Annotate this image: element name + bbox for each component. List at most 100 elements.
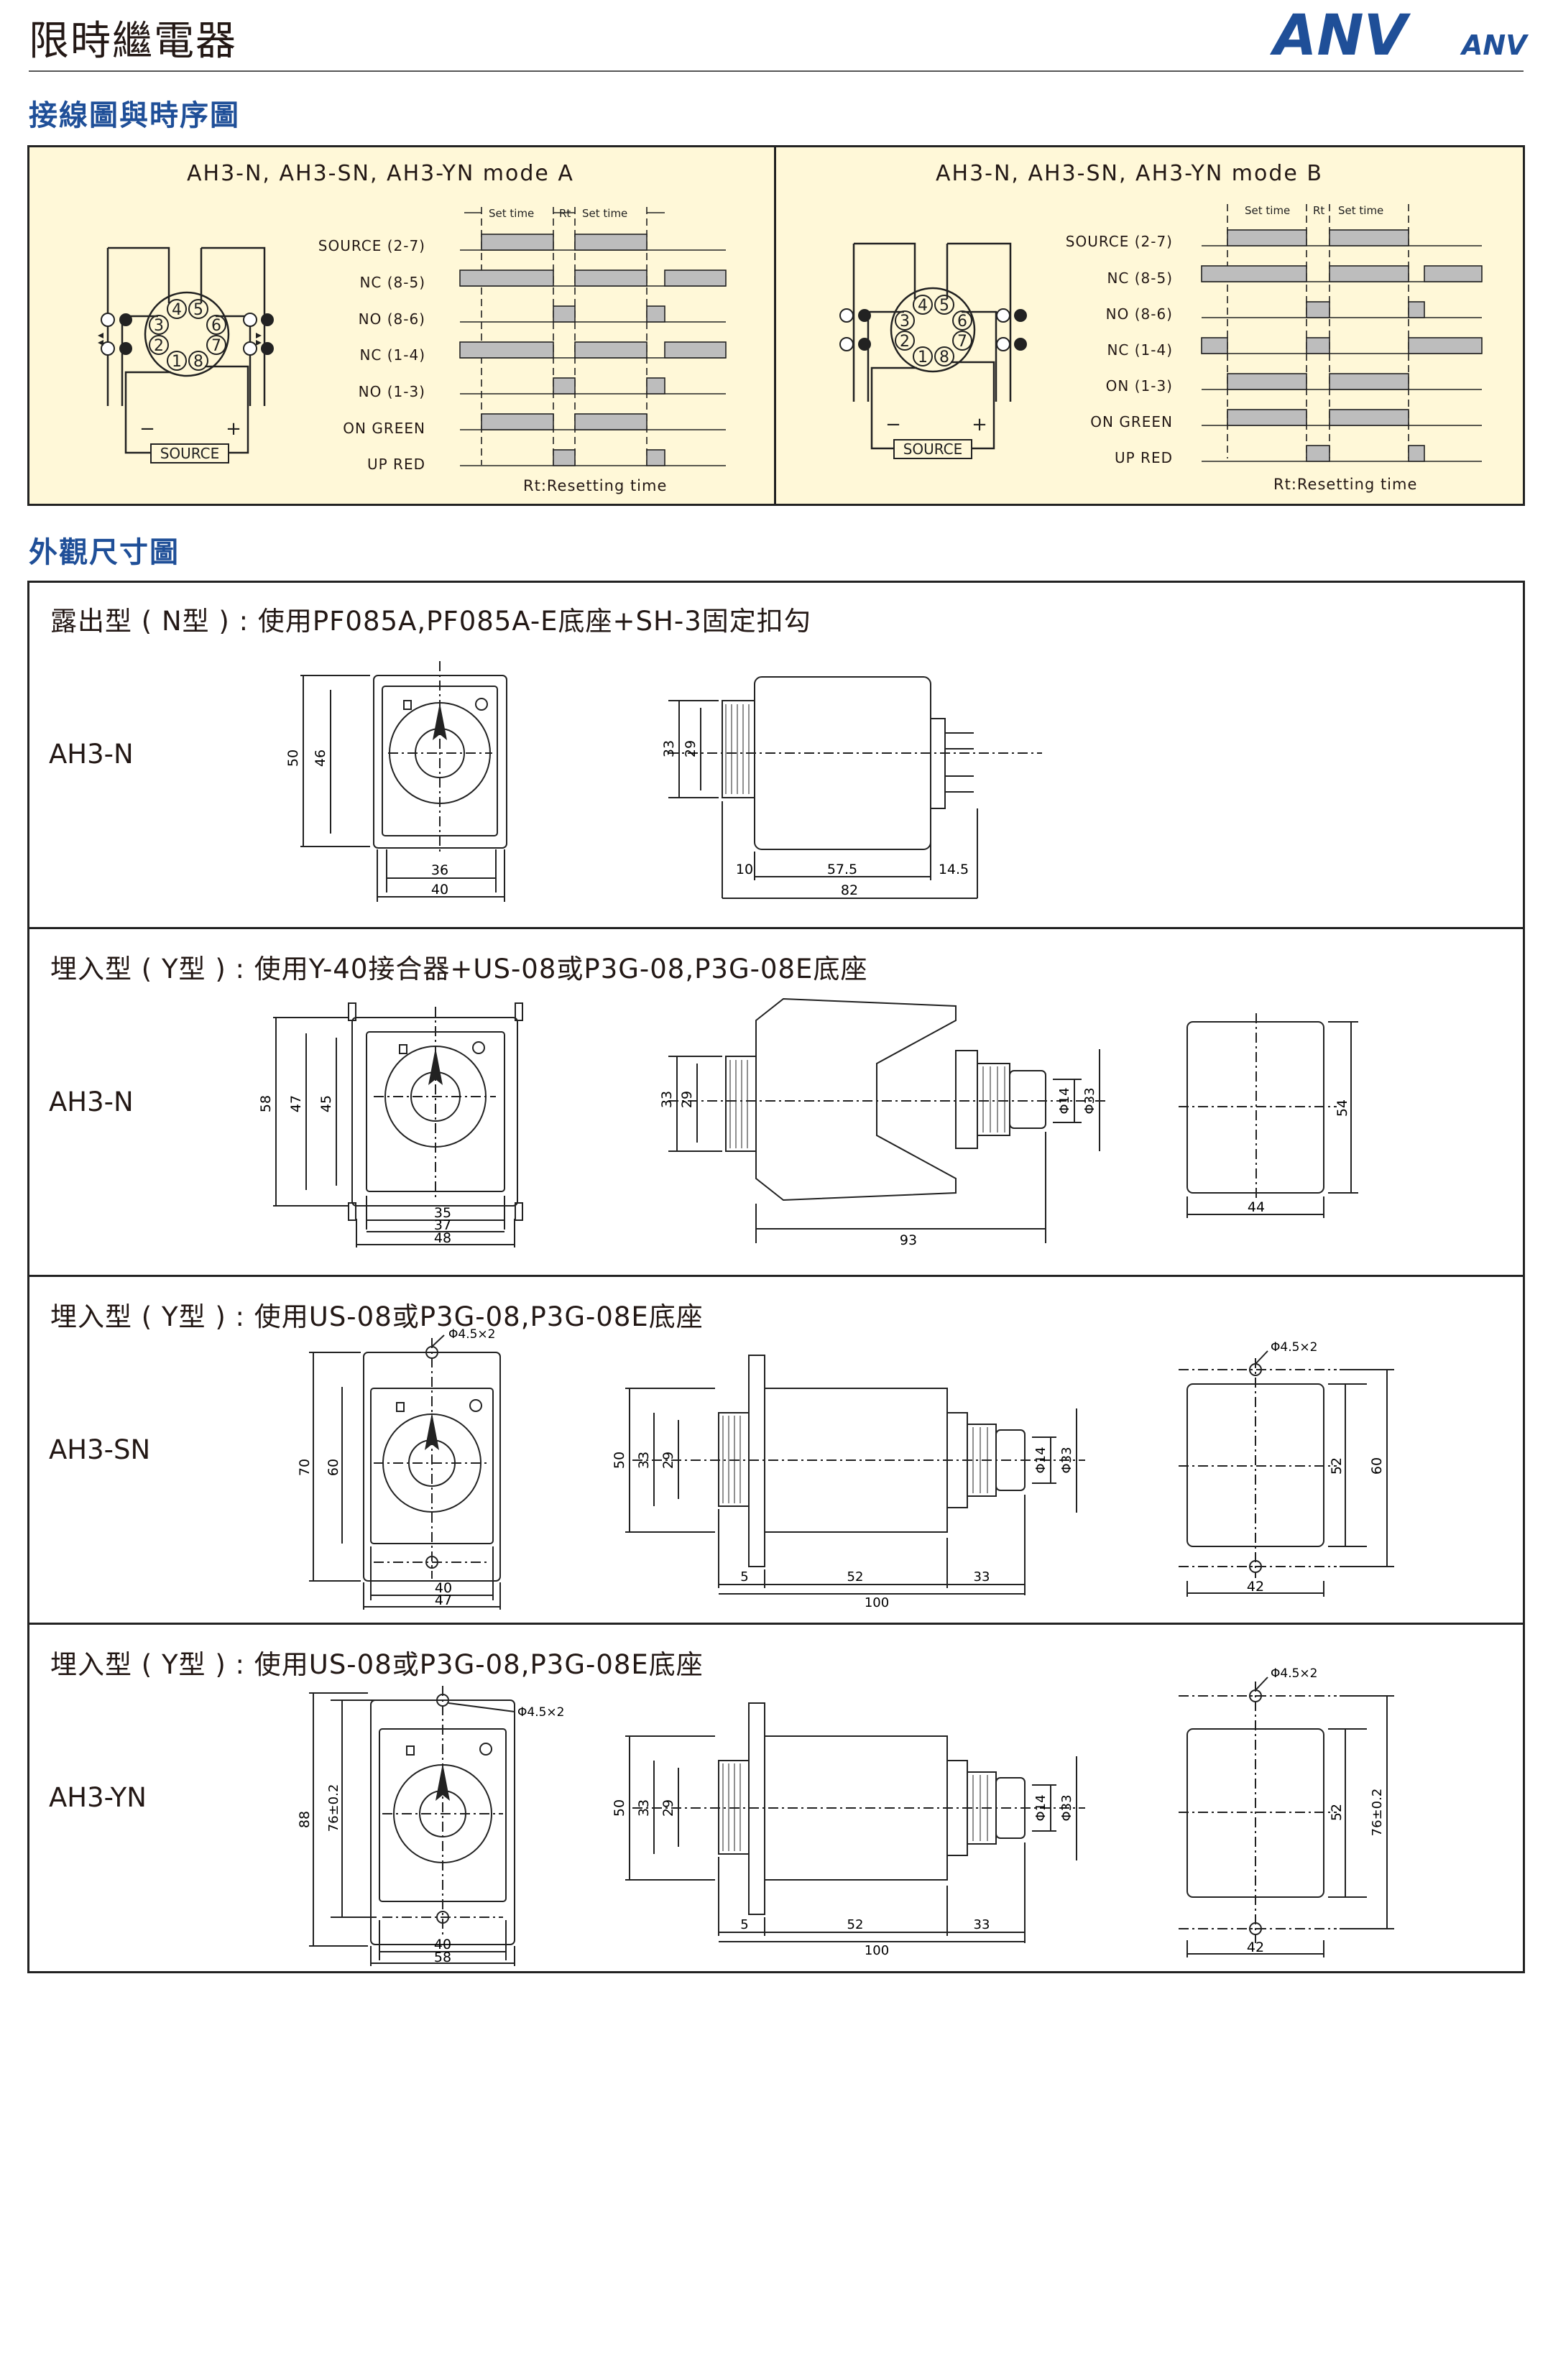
pin-label: 2 — [900, 333, 910, 351]
mode-b-row: NO (8-6) — [1105, 305, 1173, 323]
mode-a-row: ON GREEN — [343, 420, 425, 437]
mode-b-row: NC (1-4) — [1107, 341, 1173, 359]
dimension-label: 40 — [435, 1580, 452, 1596]
dimension-label: 76±0.2 — [1370, 1789, 1385, 1837]
row-heading: 露出型 ( N型 ) : 使用PF085A,PF085A-E底座+SH-3固定扣… — [50, 606, 811, 637]
set-time-label: Set time — [1245, 204, 1290, 217]
dimension-label: 44 — [1248, 1199, 1265, 1215]
row-heading: 埋入型 ( Y型 ) : 使用US-08或P3G-08,P3G-08E底座 — [50, 1649, 704, 1680]
dimension-label: 14.5 — [939, 862, 969, 877]
pin-label: 5 — [193, 301, 203, 319]
source-minus: − — [139, 418, 155, 440]
mode-b-row: SOURCE (2-7) — [1065, 233, 1173, 250]
dimension-label: 46 — [313, 749, 328, 767]
dimension-label: Φ4.5×2 — [517, 1705, 564, 1720]
wiring-divider — [774, 145, 776, 506]
dimension-label: 76±0.2 — [326, 1784, 341, 1832]
anv-logo: ANV ANV — [1269, 4, 1529, 68]
dimension-label: 33 — [636, 1452, 652, 1469]
dimension-label: 52 — [1329, 1804, 1345, 1821]
model-label: AH3-YN — [49, 1782, 147, 1813]
mode-b-resetting-note: Rt:Resetting time — [1273, 476, 1418, 493]
row-divider — [27, 1623, 1525, 1625]
pin-label: 1 — [172, 353, 182, 371]
mode-b-title: AH3-N, AH3-SN, AH3-YN mode B — [936, 161, 1323, 186]
mode-a-row: SOURCE (2-7) — [318, 237, 425, 254]
dimension-label: 60 — [1369, 1457, 1385, 1475]
pin-label: 7 — [211, 337, 221, 355]
set-time-label: Set time — [1338, 204, 1383, 217]
logo-text: ANV — [1269, 4, 1411, 68]
dimension-label: 33 — [974, 1569, 990, 1585]
row3-front-view: Φ4.5×2 70 60 40 47 — [297, 1327, 501, 1610]
dimension-label: 100 — [865, 1595, 889, 1610]
model-label: AH3-N — [49, 739, 134, 770]
dimension-label: 10 — [736, 862, 753, 877]
dimension-label: 50 — [612, 1452, 627, 1469]
model-label: AH3-SN — [49, 1434, 151, 1465]
dimension-label: Φ33 — [1059, 1447, 1074, 1473]
dimension-label: 42 — [1247, 1579, 1264, 1595]
pin-label: 6 — [957, 313, 967, 331]
dimension-label: 54 — [1335, 1099, 1350, 1117]
dimension-label: 42 — [1247, 1939, 1264, 1955]
set-time-label: Set time — [582, 207, 627, 220]
wiring-panel — [27, 145, 1525, 506]
source-minus: − — [885, 414, 901, 435]
dimension-label: 100 — [865, 1943, 889, 1958]
mode-a-resetting-note: Rt:Resetting time — [523, 477, 668, 494]
dimension-label: 45 — [318, 1095, 334, 1112]
row-heading: 埋入型 ( Y型 ) : 使用Y-40接合器+US-08或P3G-08,P3G-… — [50, 954, 868, 984]
row2-cutout-view: 54 44 — [1179, 1013, 1358, 1218]
source-plus: + — [972, 414, 987, 435]
dimension-label: 52 — [847, 1569, 864, 1585]
row3-side-view: 50 33 29 Φ14 Φ33 5 52 33 100 — [612, 1355, 1085, 1610]
header-divider — [29, 70, 1524, 72]
dimension-label: 5 — [740, 1917, 748, 1932]
row3-cutout-view: Φ4.5×2 52 60 42 — [1179, 1340, 1394, 1597]
row-divider — [27, 927, 1525, 929]
dimension-label: 33 — [636, 1799, 652, 1817]
pin-label: 8 — [939, 349, 949, 366]
mode-b-socket-diagram: 4 5 3 6 2 7 1 8 − + SOURCE — [839, 242, 1027, 459]
row2-front-view: 58 47 45 35 37 48 — [258, 1002, 523, 1247]
mode-b-row: ON (1-3) — [1105, 377, 1173, 395]
dimension-label: 37 — [434, 1217, 451, 1233]
dimension-label: 29 — [660, 1799, 676, 1817]
set-time-label: Set time — [489, 207, 534, 220]
wiring-section-title: 接線圖與時序圖 — [29, 99, 240, 132]
source-label: SOURCE — [160, 445, 220, 462]
row4-side-view: 50 33 29 Φ14 Φ33 5 52 33 100 — [612, 1702, 1085, 1958]
page-title: 限時繼電器 — [29, 18, 237, 65]
pin-label: 2 — [154, 337, 164, 355]
dimension-label: Φ4.5×2 — [1271, 1340, 1317, 1355]
dimension-label: 82 — [841, 882, 858, 898]
dimension-label: 58 — [434, 1950, 451, 1965]
dimension-label: 57.5 — [827, 862, 857, 877]
row1-side-view: 33 29 10 57.5 14.5 82 — [661, 676, 1042, 899]
mode-a-title: AH3-N, AH3-SN, AH3-YN mode A — [187, 161, 574, 186]
mode-a-row: NO (8-6) — [358, 310, 425, 328]
pin-label: 3 — [154, 317, 164, 335]
mode-a-row: NO (1-3) — [358, 383, 425, 400]
mode-a-row: NC (1-4) — [359, 346, 425, 364]
dimension-label: 88 — [297, 1811, 313, 1828]
dimension-label: Φ4.5×2 — [1271, 1666, 1317, 1681]
dimension-label: 29 — [679, 1091, 695, 1108]
dimension-label: 47 — [435, 1592, 452, 1608]
pin-label: 1 — [918, 349, 928, 366]
row1-front-view: 50 46 36 40 — [285, 661, 507, 902]
mode-a-timing-chart: Set time Rt Set time — [459, 207, 727, 466]
source-label: SOURCE — [903, 441, 963, 458]
mode-b-timing-chart: Set time Rt Set time — [1201, 204, 1483, 462]
dimension-label: 50 — [612, 1799, 627, 1817]
dimension-label: 29 — [683, 740, 699, 757]
dimensions-section-title: 外觀尺寸圖 — [29, 536, 180, 569]
pin-label: 6 — [211, 317, 221, 335]
source-plus: + — [226, 418, 241, 440]
mode-a-row: UP RED — [367, 456, 425, 473]
dimension-label: 33 — [661, 740, 677, 757]
dimension-label: 5 — [740, 1569, 748, 1585]
dimension-label: 35 — [434, 1205, 451, 1221]
dimension-label: 52 — [847, 1917, 864, 1932]
